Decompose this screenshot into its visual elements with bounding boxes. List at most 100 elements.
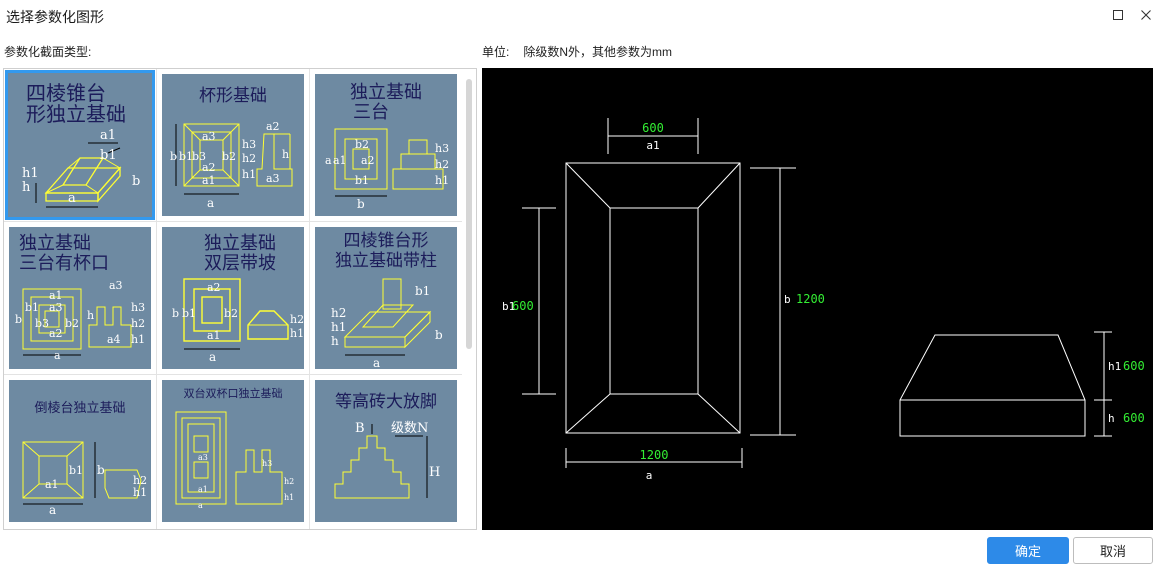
thumb-double-cup-footing[interactable]: 双台双杯口独立基础 a a1 a3 h3 h2 h1 — [157, 375, 309, 527]
parameter-preview-canvas: 600 a1 b1 600 b 1200 1200 a h1 600 h 600 — [482, 68, 1153, 530]
label-b1: b1 — [355, 174, 369, 187]
label-h1: h1 — [131, 333, 145, 346]
label-b3: b3 — [192, 150, 206, 163]
label-a3: a3 — [49, 301, 63, 314]
label-h: h — [282, 148, 289, 161]
label-b1: b1 — [25, 301, 39, 314]
cup-footing-diagram: a a1 a2 a3 b b1 b3 b2 h3 h2 h1 a2 h a3 — [170, 120, 293, 210]
label-a: a — [54, 349, 61, 362]
ok-button[interactable]: 确定 — [987, 537, 1069, 564]
label-h2: h2 — [284, 477, 294, 486]
dim-h-value: 600 — [1123, 411, 1145, 425]
label-h1: h1 — [22, 166, 39, 181]
label-b1: b1 — [69, 464, 83, 477]
maximize-button[interactable] — [1107, 4, 1129, 26]
label-a2: a2 — [361, 154, 375, 167]
label-h3: h3 — [131, 301, 145, 314]
label-a1: a1 — [100, 128, 116, 143]
label-a1: a1 — [202, 174, 216, 187]
unit-title: 单位: — [482, 45, 510, 59]
label-a3b: a3 — [266, 172, 280, 185]
thumb-brick-footing[interactable]: 等高砖大放脚 B 级数N H — [310, 375, 462, 527]
label-h2: h2 — [242, 152, 256, 165]
label-h: h — [331, 334, 339, 348]
thumb-title-1b: 形独立基础 — [26, 102, 126, 126]
label-h2: h2 — [133, 474, 147, 487]
label-a: a — [325, 154, 332, 167]
dim-h-name: h — [1108, 412, 1115, 425]
preview-drawing: 600 a1 b1 600 b 1200 1200 a h1 600 h 600 — [502, 118, 1145, 482]
maximize-icon — [1113, 10, 1123, 20]
thumb-title-4b: 三台有杯口 — [19, 253, 109, 274]
label-h2: h2 — [290, 313, 304, 326]
label-a: a — [207, 196, 214, 210]
thumb-cup-footing[interactable]: 杯形基础 a a1 a2 a3 b b1 b3 — [157, 69, 309, 221]
label-b2: b2 — [355, 138, 369, 151]
thumb-title-3a: 独立基础 — [350, 82, 422, 103]
section-type-label: 参数化截面类型: — [4, 45, 92, 59]
dim-a-name: a — [646, 469, 653, 482]
dim-b-name: b — [784, 293, 791, 306]
label-a1: a1 — [198, 485, 208, 494]
thumb-three-step-footing[interactable]: 独立基础 三台 b a a1 b2 a2 b1 h3 — [310, 69, 462, 221]
label-b3: b3 — [35, 317, 49, 330]
thumb-title-4a: 独立基础 — [19, 233, 91, 254]
thumb-three-step-cup-footing[interactable]: 独立基础 三台有杯口 a a1 a3 a2 b b1 b3 b2 — [4, 222, 156, 374]
label-h: h — [22, 180, 31, 195]
cancel-button[interactable]: 取消 — [1073, 537, 1153, 564]
close-button[interactable] — [1135, 4, 1153, 26]
label-h3: h3 — [262, 459, 272, 468]
label-b: b — [15, 313, 22, 326]
thumb-double-slope-footing[interactable]: 独立基础 双层带坡 a a2 a1 b b1 b2 h2 h1 — [157, 222, 309, 374]
label-h2: h2 — [435, 158, 449, 171]
label-a: a — [49, 503, 56, 517]
label-b2: b2 — [222, 150, 236, 163]
label-a3: a3 — [198, 453, 208, 462]
dim-a1-value: 600 — [642, 121, 664, 135]
thumb-title-5b: 双层带坡 — [204, 253, 276, 274]
label-a: a — [198, 501, 203, 510]
double-cup-footing-diagram: a a1 a3 h3 h2 h1 — [175, 411, 294, 510]
unit-text: 除级数N外，其他参数为mm — [523, 45, 673, 59]
section-type-gallery[interactable]: 四棱锥台 形独立基础 a a1 b1 b h1 h — [3, 68, 477, 530]
label-H: H — [429, 465, 440, 480]
thumb-title-5a: 独立基础 — [204, 233, 276, 254]
label-b: b — [357, 197, 365, 211]
dim-h1-name: h1 — [1108, 360, 1121, 373]
label-h1: h1 — [331, 320, 346, 334]
label-b2: b2 — [65, 317, 79, 330]
dim-b1-value: 600 — [512, 299, 534, 313]
window-title: 选择参数化图形 — [6, 9, 104, 25]
label-b: b — [170, 150, 177, 163]
label-h1: h1 — [242, 168, 256, 181]
label-h: h — [87, 309, 94, 322]
dim-a-value: 1200 — [640, 448, 669, 462]
gallery-scrollbar[interactable] — [466, 79, 472, 349]
label-h1: h1 — [290, 327, 304, 340]
label-b: b — [132, 174, 140, 189]
dim-b1-name: b1 — [502, 300, 515, 313]
thumb-pyramid-footing[interactable]: 四棱锥台 形独立基础 a a1 b1 b h1 h — [4, 69, 156, 221]
unit-label: 单位: 除级数N外，其他参数为mm — [482, 43, 672, 60]
label-a3: a3 — [202, 130, 216, 143]
label-a1: a1 — [49, 289, 63, 302]
three-step-footing-diagram: b a a1 b2 a2 b1 h3 h2 h1 — [325, 128, 449, 211]
thumb-inverted-footing[interactable]: 倒棱台独立基础 a a1 b1 b h2 h1 — [4, 375, 156, 527]
label-a: a — [373, 356, 380, 369]
label-a1: a1 — [45, 478, 59, 491]
label-h3: h3 — [242, 138, 256, 151]
label-b: b — [172, 307, 179, 320]
three-step-cup-footing-diagram: a a1 a3 a2 b b1 b3 b2 a3 h a4 h3 h2 h1 — [15, 279, 145, 362]
dim-b-value: 1200 — [796, 292, 825, 306]
label-h1: h1 — [284, 493, 294, 502]
pyramid-footing-diagram: a a1 b1 b h1 h — [22, 128, 140, 208]
thumb-pyramid-footing-column[interactable]: 四棱锥台形 独立基础带柱 a b1 b h2 h1 h — [310, 222, 462, 374]
dim-a1-name: a1 — [646, 139, 659, 152]
brick-footing-diagram: B 级数N H — [334, 421, 440, 499]
label-a: a — [209, 350, 216, 364]
thumb-title-8: 双台双杯口独立基础 — [183, 387, 283, 400]
label-h1: h1 — [435, 174, 449, 187]
label-a: a — [68, 191, 76, 206]
label-B: B — [355, 421, 365, 436]
label-h2: h2 — [131, 317, 145, 330]
